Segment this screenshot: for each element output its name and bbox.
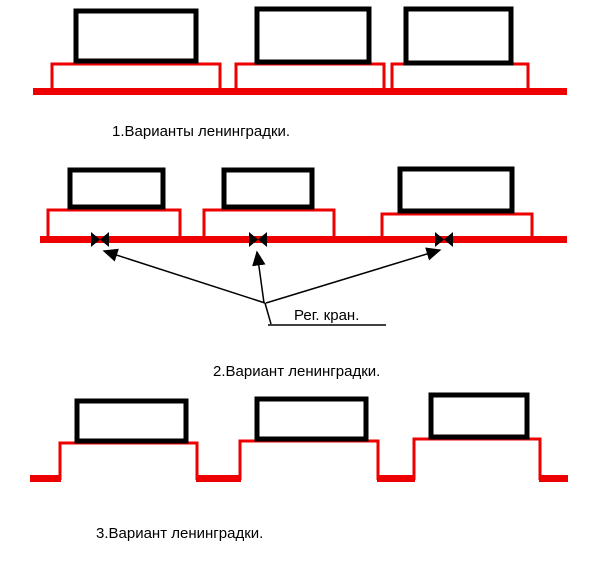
arrow [102,248,266,304]
caption-variant-1: 1.Варианты ленинградки. [112,123,290,140]
radiator [397,166,515,214]
main-pipe-segment [196,475,241,482]
radiator [74,398,189,444]
radiator [67,167,166,210]
radiator [73,8,199,64]
leader-line [264,302,272,325]
main-pipe-segment [377,475,415,482]
diagram-variant-2: Рег. кран. [40,166,567,326]
caption-variant-3: 3.Вариант ленинградки. [96,525,263,542]
radiator-connection-pipe [412,437,542,480]
radiator-connection-pipe [202,208,336,240]
diagram-variant-1 [33,6,567,95]
radiator [254,396,369,442]
main-pipe-segment [539,475,568,482]
arrow [252,250,266,304]
radiator [428,392,530,440]
radiator-connection-pipe [380,212,534,240]
radiator-connection-pipe [234,62,386,92]
radiator [403,6,514,66]
valve-icon [91,232,109,247]
radiator [254,6,372,65]
arrow [265,247,442,304]
caption-variant-2: 2.Вариант ленинградки. [213,363,380,380]
main-pipe [33,88,567,95]
main-pipe [40,236,567,243]
diagram-variant-3 [30,392,568,482]
valve-label: Рег. кран. [294,307,359,324]
radiator-connection-pipe [238,439,380,480]
valve-icon [435,232,453,247]
radiator-connection-pipe [46,208,182,240]
radiator [221,167,315,210]
radiator-connection-pipe [58,441,199,480]
radiator-connection-pipe [390,62,530,92]
radiator-connection-pipe [50,62,222,92]
valve-icon [249,232,267,247]
main-pipe-segment [30,475,61,482]
